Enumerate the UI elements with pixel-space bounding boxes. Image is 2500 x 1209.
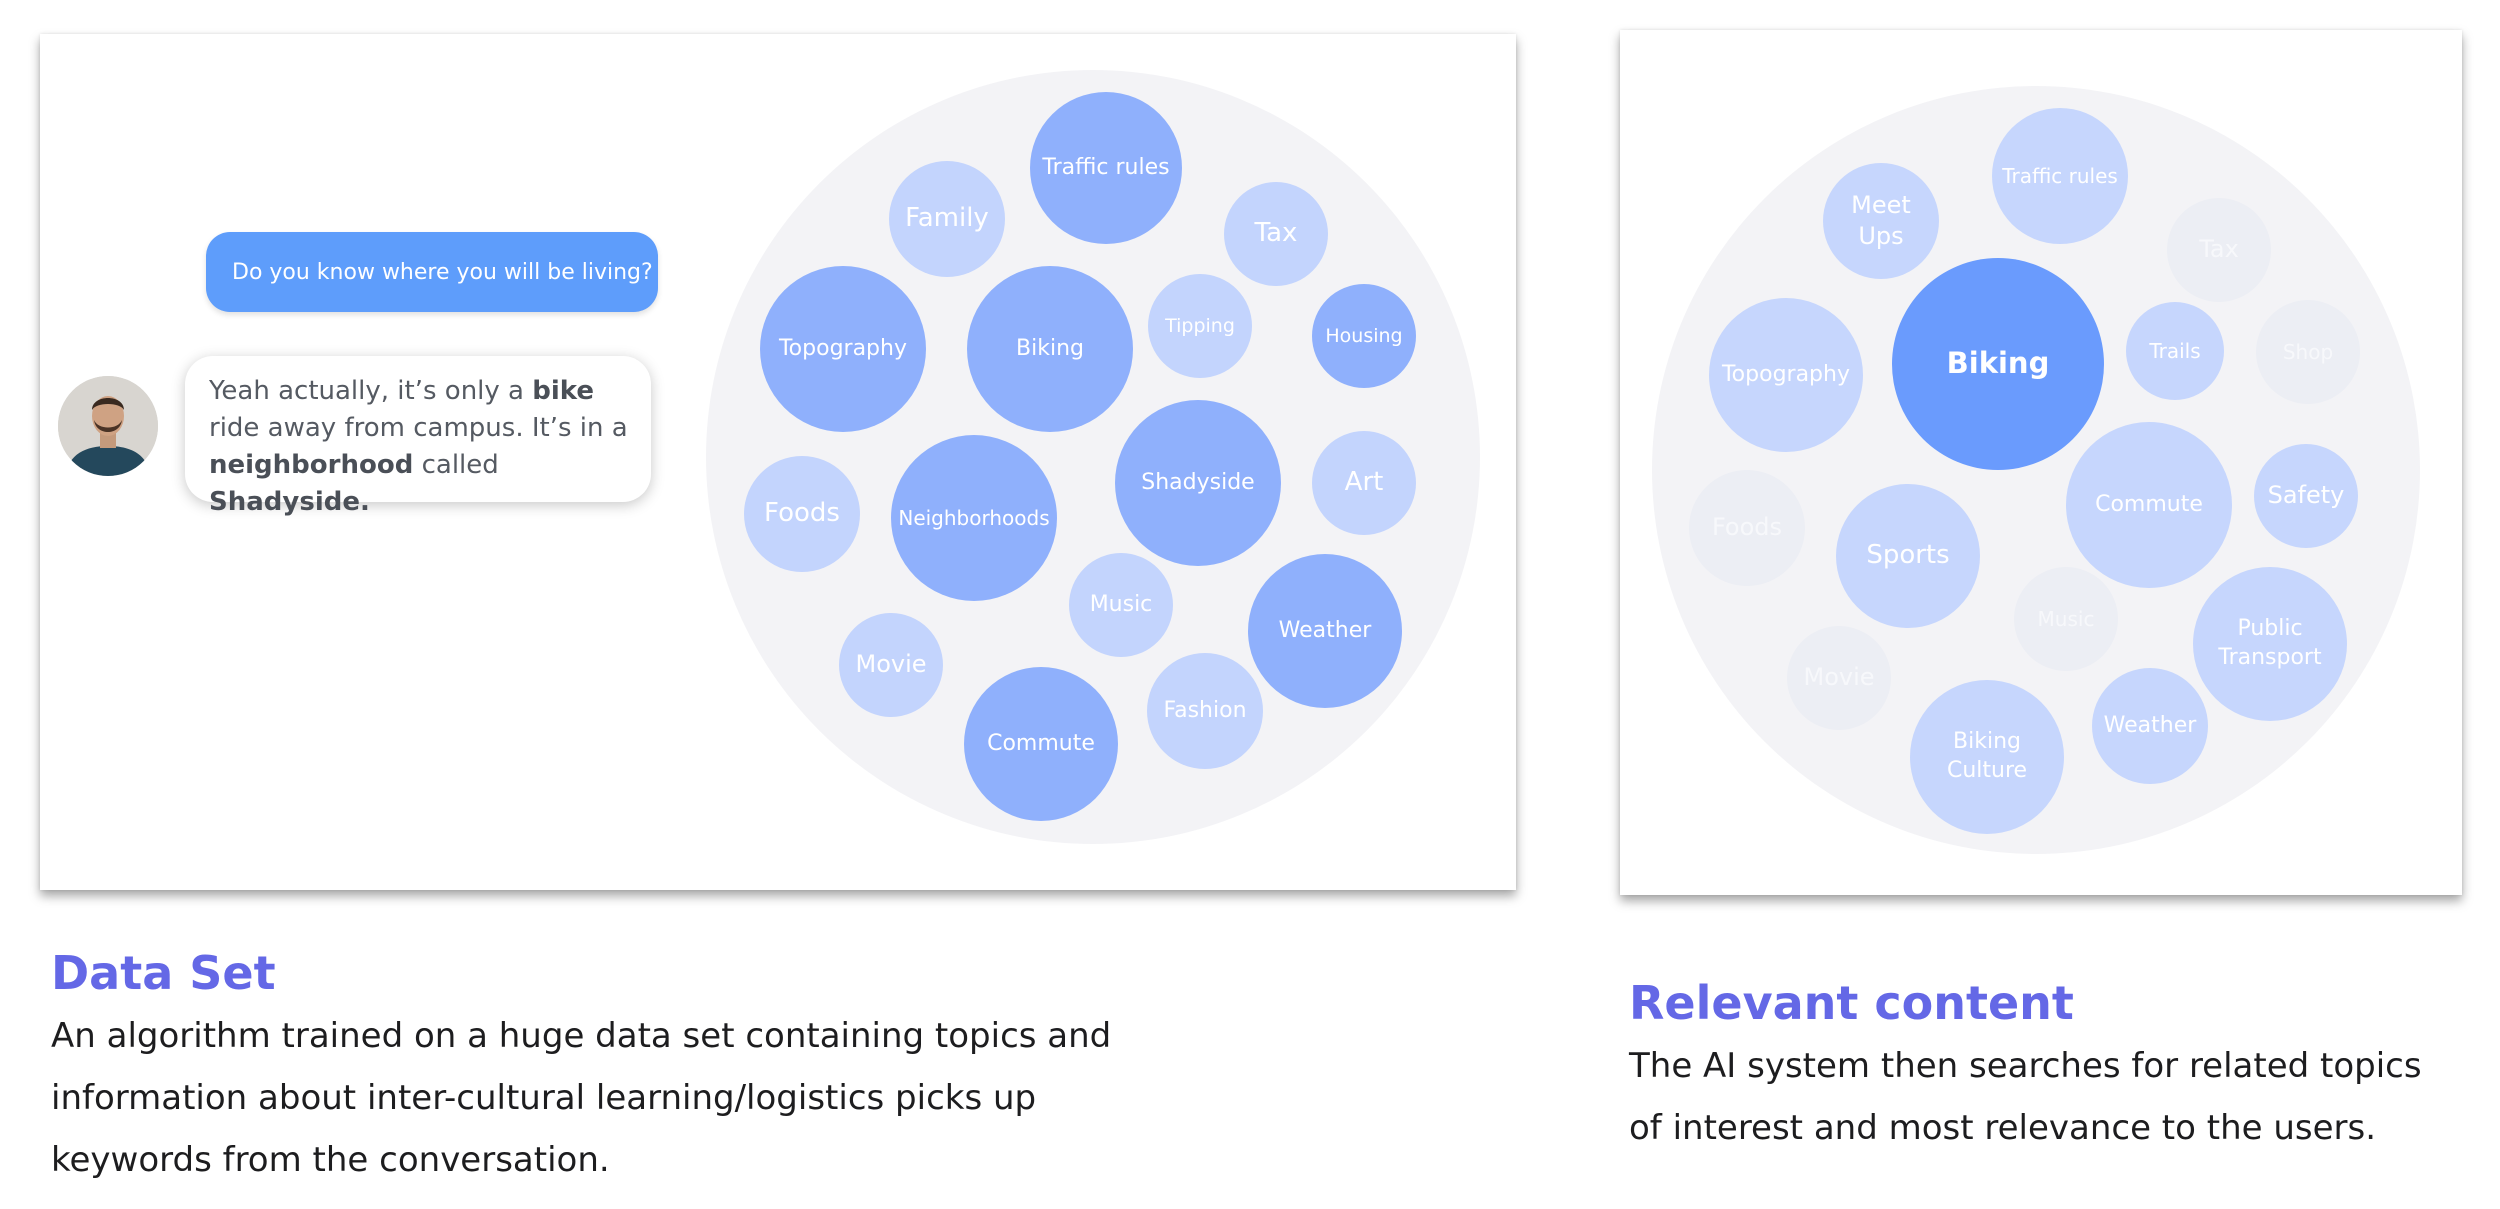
topic-bubble: Traffic rules [1992,108,2128,244]
topic-bubble: Traffic rules [1030,92,1182,244]
chat-question-text: Do you know where you will be living? [232,259,653,285]
topic-bubble: Topography [760,266,926,432]
topic-bubble: Family [889,161,1005,277]
topic-bubble: Sports [1836,484,1980,628]
topic-bubble: Foods [744,456,860,572]
chat-answer-bubble: Yeah actually, it’s only a bike ride awa… [185,356,651,517]
avatar [58,376,158,476]
topic-bubble: Topography [1709,298,1863,452]
relevant-content-panel: Meet Ups Traffic rules Tax Biking Topogr… [1620,30,2462,895]
topic-bubble: Tax [2167,198,2271,302]
topic-bubble: Trails [2126,302,2224,400]
data-set-panel: Do you know where you will be living? Ye… [40,34,1516,890]
topic-bubble: Tax [1224,182,1328,286]
answer-text-part: ride away from campus. It’s in a [209,412,628,443]
chat-question-bubble: Do you know where you will be living? [206,232,658,312]
topic-bubble: Movie [1787,626,1891,730]
topic-bubble: Music [2014,567,2118,671]
relevant-content-description: The AI system then searches for related … [1629,1046,2422,1148]
topic-bubble: Biking Culture [1910,680,2064,834]
answer-text-part: Yeah actually, it’s only a [209,376,533,406]
topic-bubble: Housing [1312,284,1416,388]
data-set-description: An algorithm trained on a huge data set … [51,1016,1112,1180]
topic-bubble: Weather [2092,668,2208,784]
person-avatar-icon [58,376,158,476]
topic-bubble: Weather [1248,554,1402,708]
topic-bubble: Safety [2254,444,2358,548]
answer-text-part: called [413,449,499,480]
topic-bubble: Tipping [1148,274,1252,378]
answer-keyword-shadyside: Shadyside. [209,486,370,517]
topic-bubble: Neighborhoods [891,435,1057,601]
topic-bubble: Music [1069,553,1173,657]
topic-bubble: Commute [2066,422,2232,588]
topic-bubble: Meet Ups [1823,163,1939,279]
topic-bubble: Fashion [1147,653,1263,769]
topic-bubble: Shop [2256,300,2360,404]
topic-bubble: Public Transport [2193,567,2347,721]
topic-bubble: Commute [964,667,1118,821]
answer-keyword-neighborhood: neighborhood [209,449,414,480]
answer-keyword-bike: bike [532,376,594,406]
topic-bubble-highlighted: Biking [1892,258,2104,470]
topic-bubble: Foods [1689,470,1805,586]
relevant-content-title: Relevant content [1629,976,2074,1030]
topic-bubble: Shadyside [1115,400,1281,566]
topic-bubble: Movie [839,613,943,717]
data-set-title: Data Set [51,946,276,1000]
topic-bubble: Art [1312,431,1416,535]
topic-bubble: Biking [967,266,1133,432]
